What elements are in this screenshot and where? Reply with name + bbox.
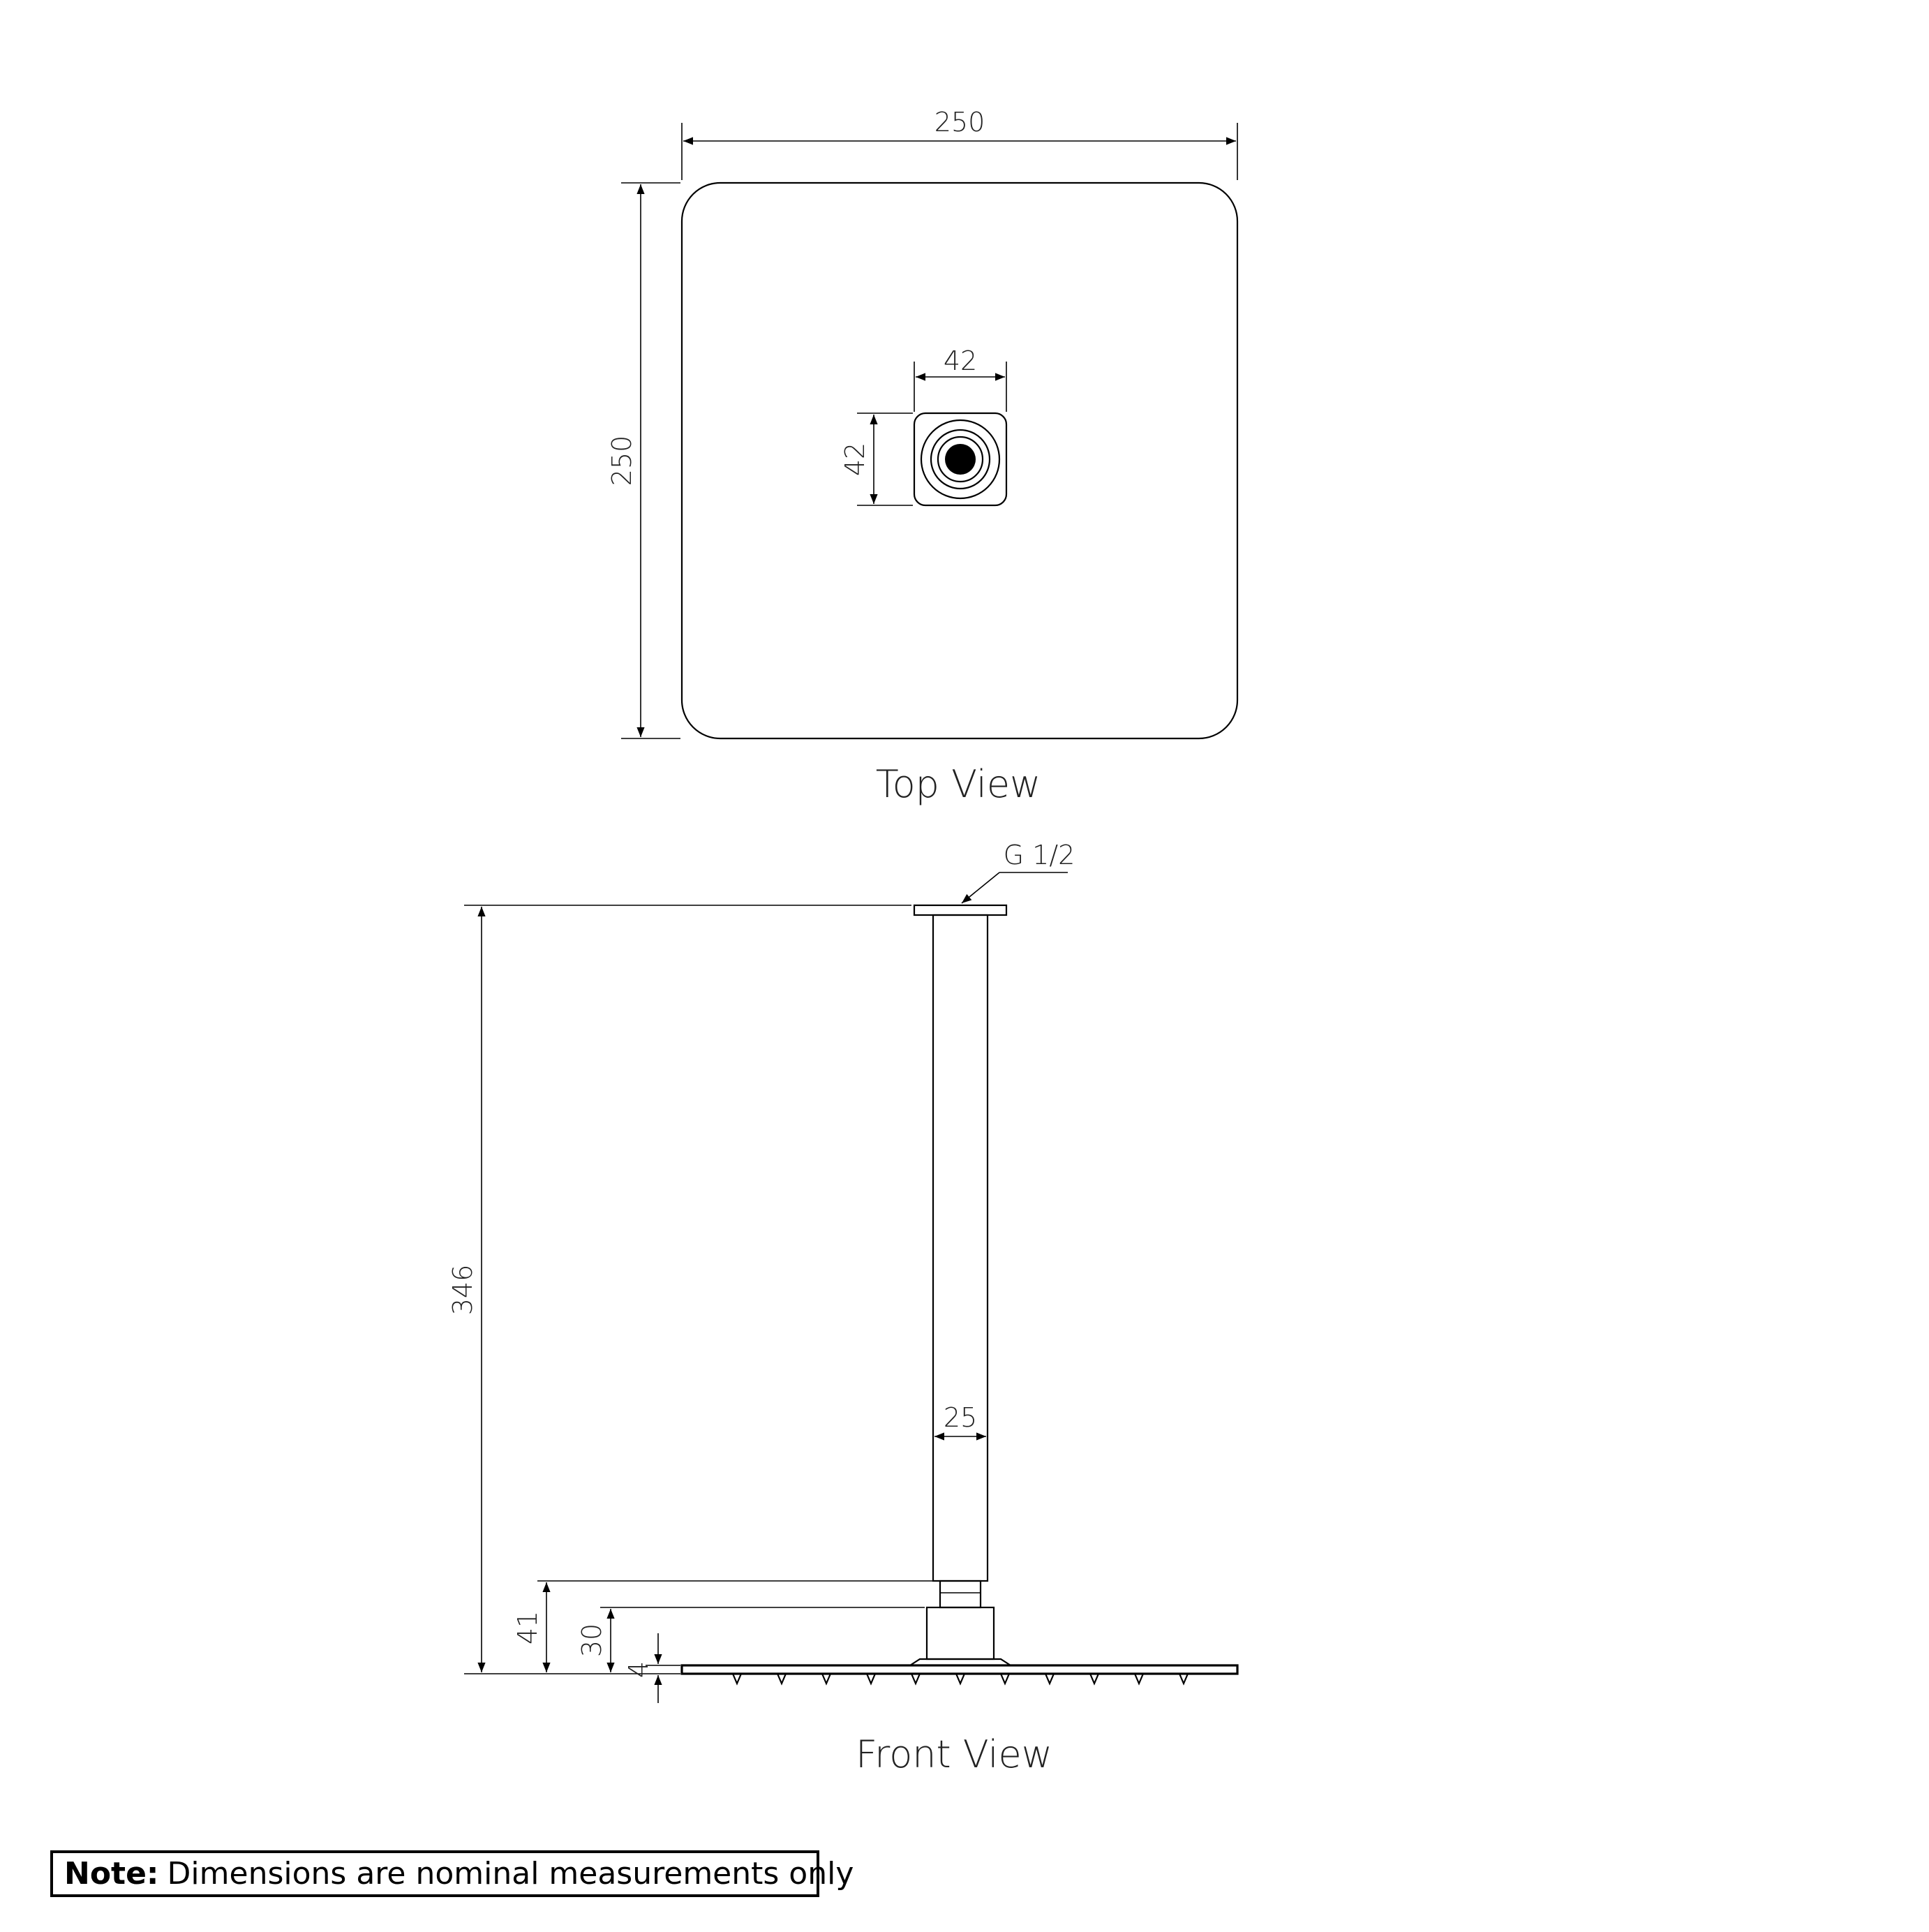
note-text: Dimensions are nominal measurements only (167, 1856, 854, 1892)
dimension-note: Note: Dimensions are nominal measurement… (50, 1850, 854, 1897)
flange-height-label: 42 (840, 443, 870, 476)
arm-diameter-label: 25 (944, 1402, 977, 1433)
width-dimension-label: 250 (934, 107, 985, 138)
top-view: 250 250 42 42 Top View (606, 107, 1239, 806)
ceiling-flange (913, 904, 1008, 916)
nozzles (731, 1673, 1189, 1686)
front-view-caption: Front View (856, 1732, 1052, 1776)
front-view: G 1/2 346 25 41 30 4 Front View (447, 840, 1239, 1776)
flange-hole (945, 444, 976, 475)
height-dimension-label: 250 (606, 436, 637, 486)
shower-head-plate (680, 1664, 1239, 1675)
swivel-body (925, 1606, 995, 1660)
shower-arm (932, 914, 989, 1582)
height-30-label: 30 (576, 1623, 607, 1657)
top-view-caption: Top View (876, 762, 1041, 806)
flange-width-label: 42 (944, 345, 977, 376)
flange-ring-outer (920, 419, 1001, 500)
head-thickness-label: 4 (623, 1661, 654, 1678)
thread-label: G 1/2 (1004, 840, 1075, 870)
arm-joint (939, 1580, 982, 1609)
shower-head-outline (680, 181, 1239, 740)
swivel-base (909, 1658, 1011, 1666)
height-41-label: 41 (512, 1611, 543, 1644)
note-bold-label: Note: (64, 1856, 159, 1892)
total-height-label: 346 (447, 1265, 478, 1316)
flange-outline (913, 412, 1008, 507)
